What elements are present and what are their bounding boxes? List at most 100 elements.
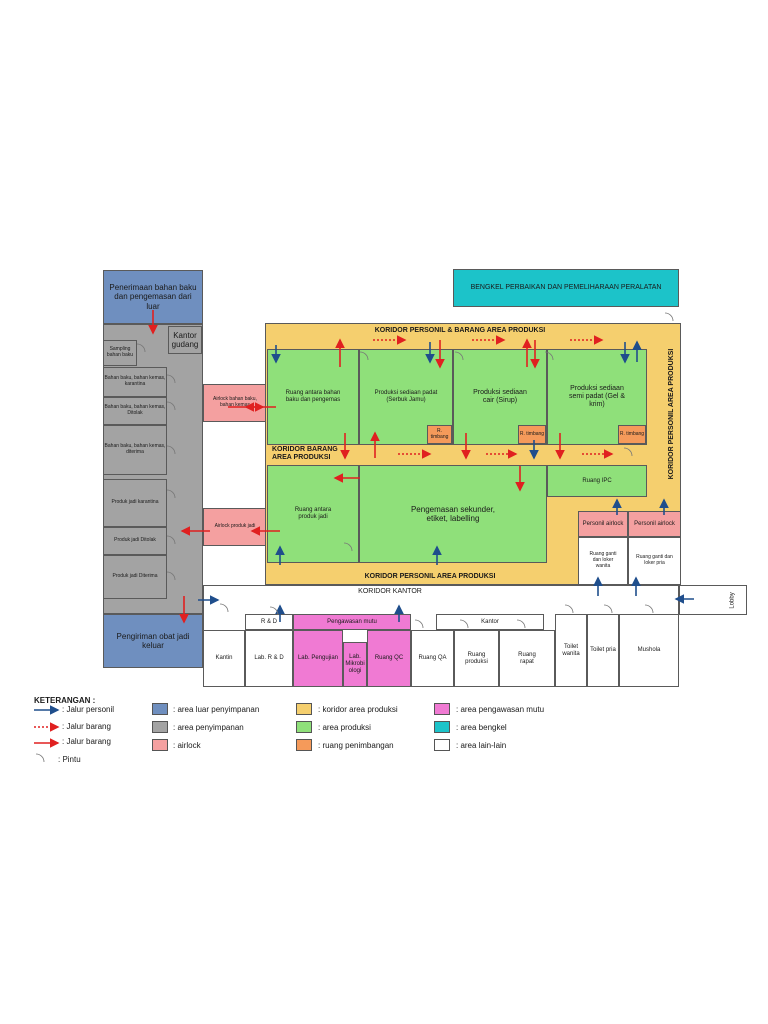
room-personil-airlock-2: Personil airlock	[628, 511, 681, 537]
legend-swatch-lain	[434, 739, 450, 751]
room-kantin: Kantin	[203, 630, 245, 687]
room-diterima-baku: Bahan baku, bahan kemas, diterima	[103, 425, 167, 475]
legend-lain: : area lain-lain	[456, 741, 507, 750]
room-karantina-baku: Bahan baku, bahan kemas, karantina	[103, 367, 167, 397]
label-ruang-produksi: Ruang produksi	[465, 651, 488, 665]
label-toilet-pria: Toilet pria	[590, 647, 616, 654]
label-pj-ditolak: Produk jadi Ditolak	[114, 537, 156, 544]
label-lab-rnd: Lab. R & D	[254, 655, 284, 662]
legend-swatch-pengawasan	[434, 703, 450, 715]
room-toilet-pria: Toilet pria	[587, 614, 619, 687]
legend-swatch-produksi	[296, 721, 312, 733]
label-ipc: Ruang IPC	[582, 477, 612, 484]
room-lab-rnd: Lab. R & D	[245, 630, 293, 687]
legend-area-penyimpanan: : area penyimpanan	[173, 723, 244, 732]
room-lab-mikro: Lab. Mikrobi ologi	[343, 642, 367, 687]
room-qa: Ruang QA	[411, 630, 454, 687]
label-ruang-qc: Ruang QC	[374, 655, 404, 662]
label-airlock-baku: Airlock bahan baku, bahan kemas	[213, 396, 257, 408]
label-personil-airlock-1: Personil airlock	[582, 520, 624, 527]
legend-pengawasan: : area pengawasan mutu	[456, 705, 545, 714]
label-ditolak-baku: Bahan baku, bahan kemas, Ditolak	[104, 404, 166, 416]
legend-jalur-barang-1: : Jalur barang	[62, 722, 111, 731]
label-ganti-wanita: Ruang ganti dan loker wanita	[589, 551, 617, 569]
label-timbang-1: R. timbang	[430, 427, 449, 440]
room-ruang-produksi: Ruang produksi	[454, 630, 499, 687]
room-pj-diterima: Produk jadi Diterima	[103, 555, 167, 599]
legend-door-icon	[35, 753, 45, 763]
doors	[136, 312, 674, 629]
room-pj-karantina: Produk jadi karantina	[103, 479, 167, 527]
label-bengkel: BENGKEL PERBAIKAN DAN PEMELIHARAAN PERAL…	[470, 283, 662, 291]
room-mushola: Mushola	[619, 614, 679, 687]
label-timbang-3: R. timbang	[619, 430, 645, 437]
label-antara-baku: Ruang antara bahan baku dan pengemas	[285, 390, 341, 403]
room-ganti-wanita: Ruang ganti dan loker wanita	[578, 537, 628, 585]
label-ruang-rapat: Ruang rapat	[518, 651, 536, 665]
label-pengiriman: Pengiriman obat jadi keluar	[116, 631, 190, 650]
label-koridor-barang: KORIDOR BARANG AREA PRODUKSI	[272, 446, 338, 462]
legend-koridor: : koridor area produksi	[318, 705, 398, 714]
label-serbuk: Produksi sediaan padat (Serbuk Jamu)	[374, 390, 438, 403]
label-pengawasan-mutu: Pengawasan mutu	[327, 618, 377, 625]
label-pengemasan: Pengemasan sekunder, etiket, labelling	[410, 504, 496, 523]
legend-title: KETERANGAN :	[34, 696, 96, 705]
room-timbang-2: R. timbang	[518, 425, 546, 444]
label-toilet-wanita: Toilet wanita	[562, 643, 580, 657]
room-pj-ditolak: Produk jadi Ditolak	[103, 527, 167, 555]
legend-bengkel: : area bengkel	[456, 723, 507, 732]
label-penerimaan: Penerimaan bahan baku dan pengemasan dar…	[109, 283, 197, 311]
room-toilet-wanita: Toilet wanita	[555, 614, 587, 687]
room-lab-pengujian: Lab. Pengujian	[293, 630, 343, 687]
room-ipc: Ruang IPC	[547, 465, 647, 497]
legend-swatch-penyimpanan	[152, 721, 168, 733]
label-ruang-qa: Ruang QA	[418, 655, 447, 662]
legend-airlock: : airlock	[173, 741, 201, 750]
room-timbang-1: R. timbang	[427, 425, 452, 444]
legend-jalur-barang-2: : Jalur barang	[62, 737, 111, 746]
label-airlock-produk: Airlock produk jadi	[214, 523, 256, 530]
legend-swatch-area-luar	[152, 703, 168, 715]
room-rapat: Ruang rapat	[499, 630, 555, 687]
label-pj-diterima: Produk jadi Diterima	[112, 573, 158, 580]
room-sampling: Sampling bahan baku	[103, 340, 137, 366]
label-kantin: Kantin	[215, 655, 233, 662]
label-sirup: Produksi sediaan cair (Sirup)	[473, 388, 527, 404]
label-personil-airlock-2: Personil airlock	[634, 520, 675, 527]
room-lobby: Lobby	[679, 585, 747, 615]
legend-swatch-koridor	[296, 703, 312, 715]
legend-area-luar: : area luar penyimpanan	[173, 705, 260, 714]
room-personil-airlock-1: Personil airlock	[578, 511, 628, 537]
legend-pintu: : Pintu	[58, 755, 81, 764]
room-pengawasan-mutu: Pengawasan mutu	[293, 614, 411, 630]
label-lab-pengujian: Lab. Pengujian	[297, 655, 339, 662]
room-kantor-gudang: Kantor gudang	[168, 326, 202, 354]
label-koridor-kantor: KORIDOR KANTOR	[358, 588, 422, 595]
label-lab-mikro: Lab. Mikrobi ologi	[345, 654, 365, 674]
label-sampling: Sampling bahan baku	[106, 346, 134, 358]
room-timbang-3: R. timbang	[618, 425, 646, 444]
room-qc: Ruang QC	[367, 630, 411, 687]
room-rnd: R & D	[245, 614, 293, 630]
label-timbang-2: R. timbang	[519, 430, 545, 437]
label-diterima-baku: Bahan baku, bahan kemas, diterima	[104, 443, 166, 455]
room-ditolak-baku: Bahan baku, bahan kemas, Ditolak	[103, 397, 167, 425]
legend-swatch-bengkel	[434, 721, 450, 733]
label-ganti-pria: Ruang ganti dan loker pria	[636, 554, 673, 566]
label-koridor-bottom: KORIDOR PERSONIL AREA PRODUKSI	[364, 573, 496, 580]
label-mushola: Mushola	[637, 647, 661, 654]
room-bengkel: BENGKEL PERBAIKAN DAN PEMELIHARAAN PERAL…	[453, 269, 679, 307]
legend-jalur-personil: : Jalur personil	[62, 705, 115, 714]
label-kantor-top: Kantor	[481, 618, 499, 625]
label-semi-padat: Produksi sediaan semi padat (Gel & krim)	[568, 384, 626, 409]
label-kantor-gudang: Kantor gudang	[171, 330, 199, 349]
label-koridor-top: KORIDOR PERSONIL & BARANG AREA PRODUKSI	[374, 327, 546, 334]
legend-swatch-penimbangan	[296, 739, 312, 751]
label-antara-jadi: Ruang antara produk jadi	[294, 507, 332, 520]
room-pengemasan: Pengemasan sekunder, etiket, labelling	[359, 465, 547, 563]
legend-produksi: : area produksi	[318, 723, 371, 732]
label-rnd: R & D	[260, 618, 277, 625]
legend-swatch-airlock	[152, 739, 168, 751]
